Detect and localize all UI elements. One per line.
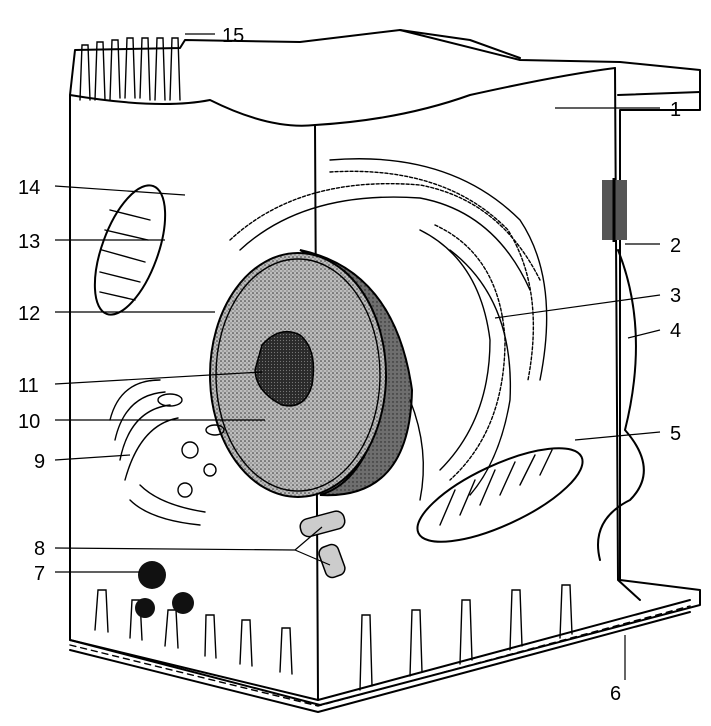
mitochondrion-left — [93, 184, 167, 316]
desmosome — [602, 178, 627, 242]
mitochondrion-right — [416, 447, 584, 543]
label-1: 1 — [670, 99, 681, 121]
centrioles — [299, 510, 346, 579]
label-leaders — [54, 33, 661, 680]
golgi-apparatus — [109, 379, 225, 526]
basement-membrane — [69, 599, 691, 713]
label-15: 15 — [222, 25, 244, 47]
microvilli — [79, 37, 181, 101]
label-6: 6 — [610, 683, 621, 705]
basal-infoldings — [94, 584, 573, 691]
label-14: 14 — [18, 177, 40, 199]
label-9: 9 — [34, 451, 45, 473]
label-2: 2 — [670, 235, 681, 257]
label-10: 10 — [18, 411, 40, 433]
label-8: 8 — [34, 538, 45, 560]
label-13: 13 — [18, 231, 40, 253]
label-5: 5 — [670, 423, 681, 445]
nucleus — [209, 249, 414, 498]
label-12: 12 — [18, 303, 40, 325]
label-11: 11 — [18, 375, 39, 397]
label-4: 4 — [670, 320, 681, 342]
label-7: 7 — [34, 563, 45, 585]
rough-er — [229, 158, 548, 501]
label-3: 3 — [670, 285, 681, 307]
lysosomes — [135, 561, 194, 618]
